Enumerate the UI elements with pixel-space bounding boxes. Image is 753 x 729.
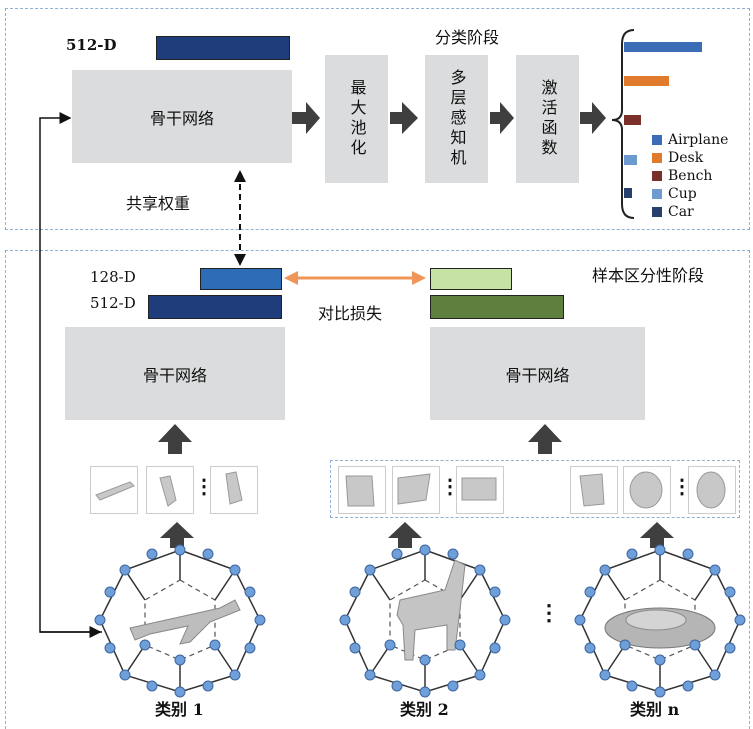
output-brace: [611, 29, 635, 219]
mlp-box: 多层感知机: [425, 55, 488, 183]
up-arrows: [158, 424, 674, 548]
classification-panel: [5, 8, 750, 230]
category-label-1: 类别 1: [155, 700, 204, 719]
shared-weights-label: 共享权重: [126, 194, 191, 213]
feature-label-512-bottom: 512-D: [90, 294, 136, 312]
polyhedron-category-1: [94, 544, 266, 698]
ellipsis-thumbs-car: ⋮: [672, 474, 692, 498]
polyhedron-category-2: [339, 544, 511, 698]
activation-box: 激活函数: [516, 55, 579, 183]
polyhedron-category-n: [574, 544, 746, 698]
backbone-network-right: 骨干网络: [430, 327, 645, 420]
ellipsis-thumbs-chair: ⋮: [440, 474, 460, 498]
legend-bench: Bench: [652, 168, 712, 184]
output-bar-car: [624, 188, 632, 198]
output-bar-airplane: [624, 42, 702, 52]
feature-vector-128-right: [430, 268, 512, 290]
discrimination-stage-title: 样本区分性阶段: [592, 266, 705, 285]
output-bar-cup: [624, 155, 637, 165]
legend-cup: Cup: [652, 186, 697, 202]
legend-desk: Desk: [652, 150, 703, 166]
maxpool-box: 最大池化: [325, 55, 388, 183]
flow-arrows-top: [292, 102, 606, 134]
thumb-group-right: [330, 460, 740, 518]
legend-car: Car: [652, 204, 694, 220]
thumbnail-sketches: [95, 471, 726, 509]
arrow-backbone-to-maxpool: [292, 102, 320, 134]
arrow-activation-to-output: [580, 102, 606, 134]
feature-vector-512-left: [148, 295, 282, 319]
legend-airplane: Airplane: [652, 132, 728, 148]
contrastive-loss-label: 对比损失: [318, 304, 383, 323]
output-bar-bench: [624, 115, 641, 125]
feature-label-512-top: 512-D: [66, 36, 117, 54]
category-label-n: 类别 n: [630, 700, 680, 719]
arrow-maxpool-to-mlp: [390, 102, 418, 134]
feature-vector-128-left: [200, 268, 282, 290]
ellipsis-thumbs-left: ⋮: [194, 474, 214, 498]
arrow-mlp-to-activation: [490, 102, 514, 134]
feature-vector-512-top: [156, 36, 290, 60]
category-label-2: 类别 2: [400, 700, 449, 719]
classification-stage-title: 分类阶段: [435, 28, 500, 47]
backbone-network-top: 骨干网络: [72, 70, 292, 163]
contrastive-loss-arrow: [284, 271, 426, 285]
feature-vector-512-right: [430, 295, 564, 319]
ellipsis-categories: ⋮: [538, 600, 560, 626]
feedback-line: [39, 112, 102, 633]
discrimination-panel: [5, 250, 750, 729]
sample-thumb-airplane-1: [90, 466, 138, 514]
feature-label-128: 128-D: [90, 268, 136, 286]
backbone-network-left: 骨干网络: [65, 327, 285, 420]
output-bar-desk: [624, 76, 669, 86]
